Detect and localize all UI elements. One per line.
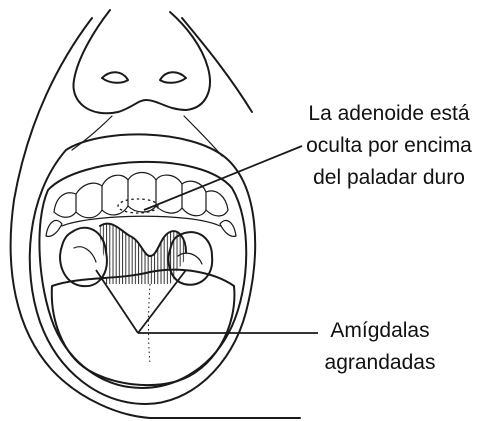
adenoid-label-line-1: La adenoide está (308, 102, 469, 125)
face-outline (11, 18, 300, 418)
nose (73, 10, 209, 113)
throat (96, 220, 192, 290)
adenoid-label-line-3: del paladar duro (313, 166, 465, 189)
tongue-midline (149, 284, 151, 364)
adenoid-label-line-2: oculta por encima (306, 134, 472, 157)
tonsils-label-line-1: Amígdalas (330, 319, 429, 342)
tonsils-label-line-2: agrandadas (325, 351, 436, 374)
adenoid-label: La adenoide está oculta por encima del p… (306, 102, 472, 189)
tonsils-label: Amígdalas agrandadas (325, 319, 436, 374)
left-tonsil-crease (74, 247, 96, 262)
left-nostril (102, 72, 128, 83)
face-outline-right (182, 18, 252, 112)
philtrum-right (184, 116, 222, 156)
right-nostril (160, 72, 186, 83)
upper-teeth (46, 173, 236, 237)
